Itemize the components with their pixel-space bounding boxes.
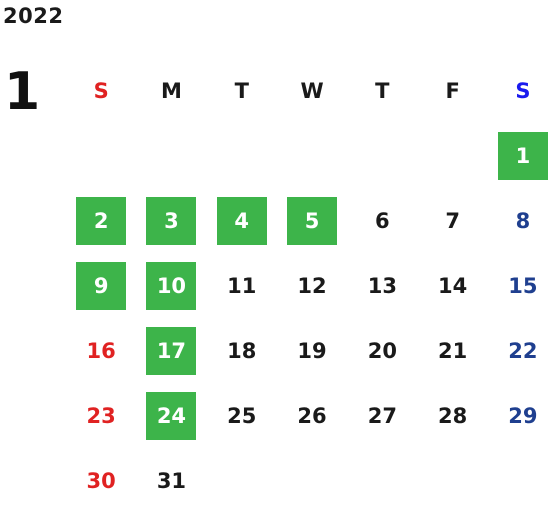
empty-cell (136, 123, 206, 188)
weekday-header-thursday: T (375, 78, 390, 103)
day-cell[interactable]: 17 (136, 318, 206, 383)
day-cell[interactable]: 27 (347, 383, 417, 448)
day-cell[interactable]: 21 (417, 318, 487, 383)
day-cell[interactable]: 8 (488, 188, 548, 253)
empty-cell (207, 123, 277, 188)
weekday-header-friday: F (445, 78, 460, 103)
empty-cell (347, 448, 417, 513)
day-number: 7 (445, 208, 460, 233)
day-number: 11 (227, 273, 257, 298)
day-cell[interactable]: 6 (347, 188, 417, 253)
day-number: 19 (297, 338, 327, 363)
day-number: 1 (497, 131, 548, 180)
day-cell[interactable]: 14 (417, 253, 487, 318)
empty-cell (417, 123, 487, 188)
day-number: 25 (227, 403, 257, 428)
day-number: 17 (146, 326, 197, 375)
day-number: 26 (297, 403, 327, 428)
day-cell[interactable]: 11 (207, 253, 277, 318)
weekday-header-sunday: S (93, 78, 109, 103)
month-label: 1 (4, 62, 41, 122)
day-number: 3 (146, 196, 197, 245)
weekday-header-saturday: S (515, 78, 531, 103)
empty-cell (347, 123, 417, 188)
weekday-header-monday: M (160, 78, 182, 103)
empty-cell (207, 448, 277, 513)
day-number: 21 (438, 338, 468, 363)
empty-cell (277, 123, 347, 188)
day-cell[interactable]: 20 (347, 318, 417, 383)
empty-cell (488, 448, 548, 513)
day-cell[interactable]: 22 (488, 318, 548, 383)
day-cell[interactable]: 30 (66, 448, 136, 513)
day-number: 6 (375, 208, 390, 233)
day-number: 30 (86, 468, 116, 493)
day-number: 4 (216, 196, 267, 245)
day-number: 10 (146, 261, 197, 310)
day-number: 20 (367, 338, 397, 363)
day-cell[interactable]: 2 (66, 188, 136, 253)
day-cell[interactable]: 3 (136, 188, 206, 253)
day-cell[interactable]: 12 (277, 253, 347, 318)
day-cell[interactable]: 31 (136, 448, 206, 513)
day-number: 16 (86, 338, 116, 363)
empty-cell (417, 448, 487, 513)
day-number: 27 (367, 403, 397, 428)
day-number: 23 (86, 403, 116, 428)
day-cell[interactable]: 9 (66, 253, 136, 318)
day-number: 15 (508, 273, 538, 298)
day-cell[interactable]: 16 (66, 318, 136, 383)
day-cell[interactable]: 18 (207, 318, 277, 383)
day-cell[interactable]: 23 (66, 383, 136, 448)
day-number: 31 (156, 468, 187, 493)
day-cell[interactable]: 1 (488, 123, 548, 188)
day-cell[interactable]: 26 (277, 383, 347, 448)
weekday-header-wednesday: W (300, 78, 324, 103)
day-number: 24 (146, 391, 197, 440)
day-number: 18 (227, 338, 257, 363)
day-number: 5 (287, 196, 338, 245)
day-cell[interactable]: 15 (488, 253, 548, 318)
day-cell[interactable]: 10 (136, 253, 206, 318)
day-number: 8 (515, 208, 531, 233)
day-number: 12 (297, 273, 327, 298)
day-cell[interactable]: 25 (207, 383, 277, 448)
day-number: 14 (438, 273, 468, 298)
day-number: 22 (508, 338, 538, 363)
day-number: 29 (508, 403, 538, 428)
weekday-header-tuesday: T (234, 78, 249, 103)
day-number: 13 (367, 273, 397, 298)
day-cell[interactable]: 28 (417, 383, 487, 448)
year-label: 2022 (3, 4, 64, 28)
day-number: 28 (438, 403, 468, 428)
day-cell[interactable]: 19 (277, 318, 347, 383)
day-cell[interactable]: 7 (417, 188, 487, 253)
day-cell[interactable]: 4 (207, 188, 277, 253)
day-cell[interactable]: 13 (347, 253, 417, 318)
empty-cell (66, 123, 136, 188)
day-number: 9 (76, 261, 127, 310)
day-number: 2 (76, 196, 127, 245)
day-cell[interactable]: 5 (277, 188, 347, 253)
day-cell[interactable]: 29 (488, 383, 548, 448)
day-cell[interactable]: 24 (136, 383, 206, 448)
empty-cell (277, 448, 347, 513)
